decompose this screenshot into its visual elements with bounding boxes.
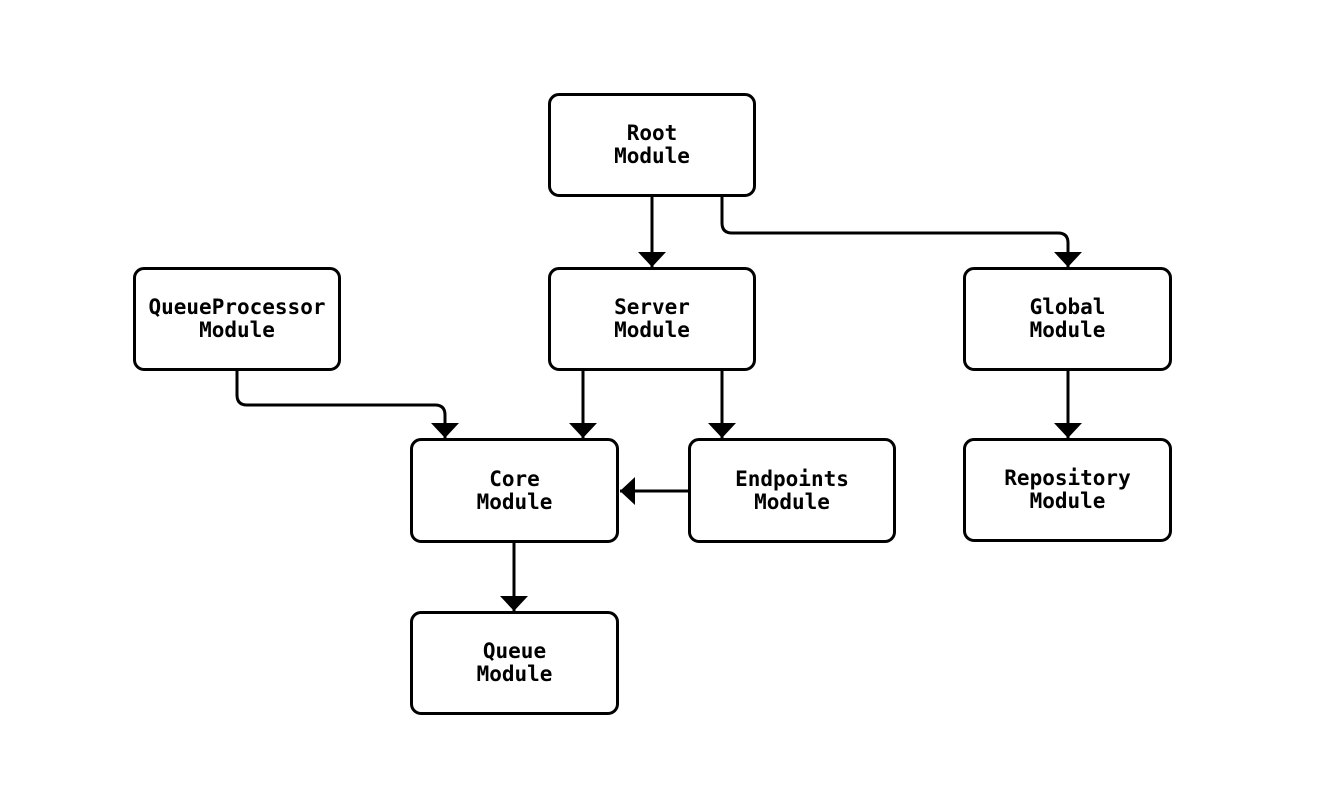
node-endpoints-module-label: Endpoints Module	[735, 466, 849, 514]
node-repository-module: Repository Module	[963, 438, 1172, 542]
node-endpoints-module: Endpoints Module	[688, 438, 896, 543]
edge-root-to-global	[720, 197, 1082, 267]
node-queueprocessor-module-label: QueueProcessor Module	[148, 295, 326, 342]
edge-queueprocessor-to-core	[235, 371, 459, 438]
node-queueprocessor-module: QueueProcessor Module	[133, 267, 341, 371]
node-server-module: Server Module	[548, 267, 756, 371]
node-queue-module-label: Queue Module	[476, 639, 553, 686]
node-global-module: Global Module	[963, 267, 1172, 371]
node-core-module: Core Module	[410, 438, 619, 543]
node-repository-module-label: Repository Module	[1004, 466, 1131, 513]
node-server-module-label: Server Module	[614, 295, 690, 342]
node-root-module-label: Root Module	[614, 121, 690, 168]
node-global-module-label: Global Module	[1029, 295, 1106, 342]
node-queue-module: Queue Module	[410, 611, 619, 715]
node-root-module: Root Module	[548, 93, 756, 197]
node-core-module-label: Core Module	[476, 466, 553, 514]
